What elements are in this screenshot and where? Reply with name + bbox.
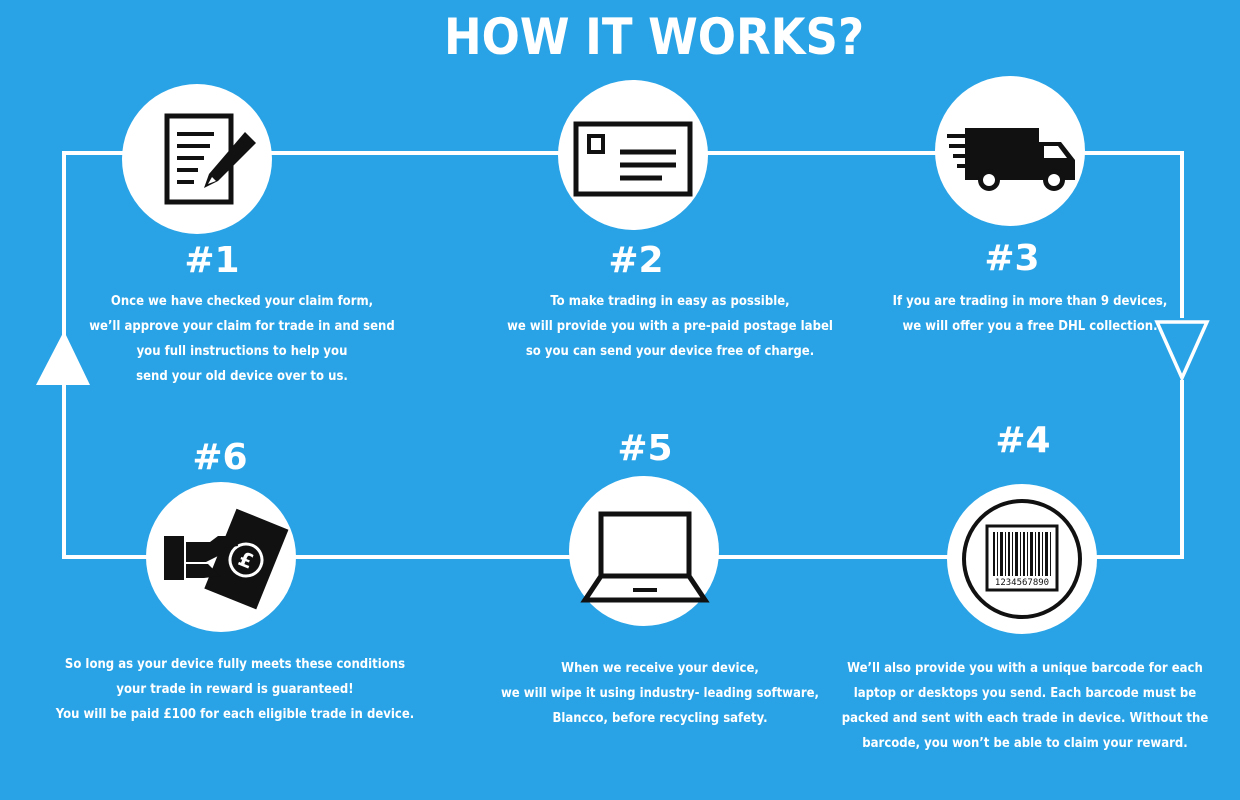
cash-payment-icon: £	[164, 508, 289, 610]
delivery-van-icon	[947, 128, 1075, 191]
step-5-description: When we receive your device, we will wip…	[490, 656, 830, 731]
step-6-number: #6	[192, 437, 248, 478]
laptop-icon	[580, 511, 710, 603]
arrow-down-icon	[1154, 320, 1210, 383]
step-6-line: your trade in reward is guaranteed!	[116, 682, 354, 697]
step-4-line: packed and sent with each trade in devic…	[841, 711, 1209, 726]
step-5-circle	[569, 476, 719, 626]
form-icon	[164, 113, 256, 205]
step-6-description: So long as your device fully meets these…	[50, 652, 420, 727]
step-6-line: So long as your device fully meets these…	[64, 657, 406, 672]
step-4-description: We’ll also provide you with a unique bar…	[840, 656, 1210, 756]
arrow-up-icon	[36, 331, 90, 385]
step-1-line: Once we have checked your claim form,	[110, 294, 374, 309]
page-title: HOW IT WORKS?	[443, 8, 865, 66]
step-3-line: we will offer you a free DHL collection.	[902, 319, 1158, 334]
step-4-circle: 1234567890	[947, 484, 1097, 634]
step-2-line: To make trading in easy as possible,	[550, 294, 790, 309]
step-1-line: you full instructions to help you	[136, 344, 348, 359]
step-1-line: send your old device over to us.	[136, 369, 348, 384]
step-1-description: Once we have checked your claim form, we…	[72, 289, 412, 389]
step-4-line: We’ll also provide you with a unique bar…	[847, 661, 1203, 676]
step-2-description: To make trading in easy as possible, we …	[500, 289, 840, 364]
postage-label-icon	[573, 121, 693, 197]
step-3-line: If you are trading in more than 9 device…	[892, 294, 1168, 309]
step-6-circle: £	[146, 482, 296, 632]
step-2-line: we will provide you with a pre-paid post…	[507, 319, 833, 334]
step-5-line: When we receive your device,	[561, 661, 759, 676]
step-3-circle	[935, 76, 1085, 226]
step-3-number: #3	[984, 238, 1040, 279]
step-5-number: #5	[617, 428, 673, 469]
step-2-line: so you can send your device free of char…	[525, 344, 815, 359]
barcode-icon: 1234567890	[962, 499, 1082, 619]
step-3-description: If you are trading in more than 9 device…	[860, 289, 1200, 339]
step-5-line: Blancco, before recycling safety.	[552, 711, 768, 726]
barcode-number: 1234567890	[995, 578, 1049, 588]
step-2-circle	[558, 80, 708, 230]
step-4-line: barcode, you won’t be able to claim your…	[862, 736, 1188, 751]
step-5-line: we will wipe it using industry- leading …	[500, 686, 820, 701]
step-2-number: #2	[608, 240, 664, 281]
step-1-circle	[122, 84, 272, 234]
step-6-line: You will be paid £100 for each eligible …	[55, 707, 415, 722]
step-1-number: #1	[184, 240, 240, 281]
step-1-line: we’ll approve your claim for trade in an…	[89, 319, 395, 334]
step-4-number: #4	[995, 420, 1051, 461]
step-4-line: laptop or desktops you send. Each barcod…	[853, 686, 1197, 701]
